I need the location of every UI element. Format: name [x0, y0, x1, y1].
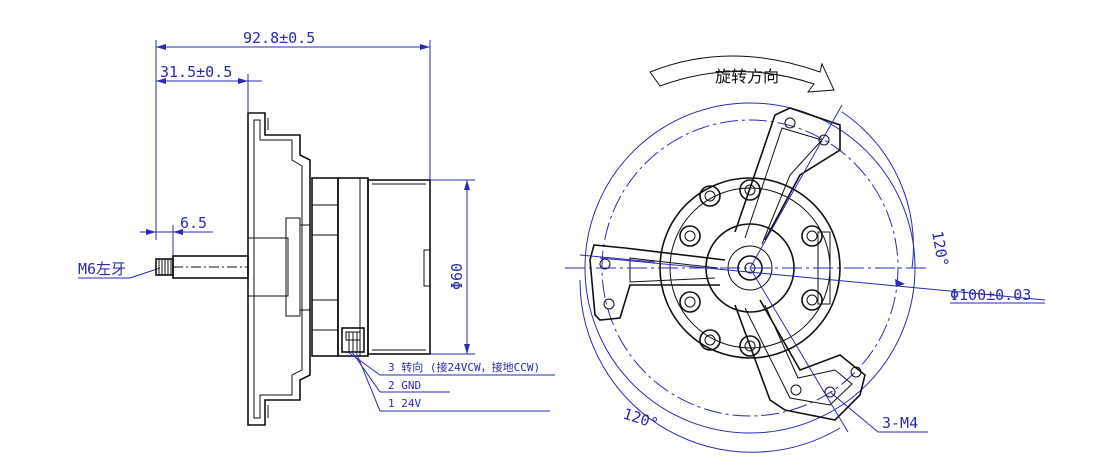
dim-bolt-circle-text: Φ100±0.03 — [950, 286, 1031, 304]
thread-callout: M6左牙 — [78, 260, 161, 279]
center-lines — [565, 104, 1046, 433]
hole-callout: 3-M4 — [829, 391, 928, 433]
dim-diameter-text: Φ60 — [448, 263, 466, 290]
rotation-label: 旋转方向 — [715, 67, 779, 86]
dim-overall-text: 92.8±0.5 — [243, 29, 315, 47]
dim-flange-text: 31.5±0.5 — [160, 63, 232, 81]
dim-flange: 31.5±0.5 — [156, 63, 262, 112]
front-view: 旋转方向 — [565, 55, 1046, 453]
angle-bottom: 120° — [579, 279, 841, 453]
dim-thread-length: 6.5 — [140, 214, 213, 258]
hole-label: 3-M4 — [882, 414, 918, 432]
wire-leaders: 3 转向 (接24VCW，接地CCW) 2 GND 1 24V — [347, 351, 555, 412]
angle-bottom-text: 120° — [621, 405, 661, 433]
dim-diameter: Φ60 — [430, 179, 475, 355]
rotation-arrow: 旋转方向 — [649, 55, 835, 93]
dim-overall-length: 92.8±0.5 — [155, 29, 431, 240]
side-view: 92.8±0.5 31.5±0.5 6.5 M6左牙 — [78, 29, 555, 426]
wire-label-3: 3 转向 (接24VCW，接地CCW) — [388, 360, 540, 374]
motor-body — [311, 177, 431, 357]
dim-thread-text: 6.5 — [180, 214, 207, 232]
dim-bolt-circle: Φ100±0.03 — [895, 279, 1045, 304]
wire-label-1: 1 24V — [388, 397, 421, 410]
bracket-arm-bottom — [734, 299, 866, 421]
thread-label: M6左牙 — [78, 260, 126, 278]
angle-top-text: 120° — [928, 230, 952, 269]
bracket-arm-left — [589, 244, 726, 321]
motor-shaft — [155, 255, 249, 279]
wire-label-2: 2 GND — [388, 379, 421, 392]
mounting-bracket — [247, 112, 311, 426]
angle-top: 120° — [841, 111, 952, 269]
